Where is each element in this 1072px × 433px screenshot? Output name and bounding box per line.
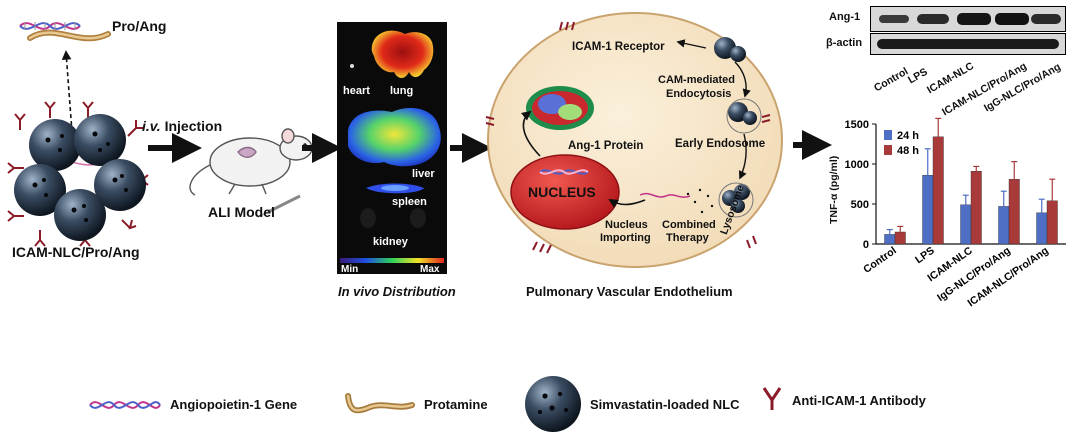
legend-gene-label: Angiopoietin-1 Gene	[170, 397, 298, 412]
chart-ylabel: TNF-α (pg/ml)	[828, 155, 840, 224]
nucleus-importing-2: Importing	[600, 232, 651, 244]
y-tick-label: 0	[863, 239, 869, 251]
legend-swatch-1	[884, 145, 892, 155]
scale-max: Max	[420, 264, 440, 275]
pro-ang-label: Pro/Ang	[112, 18, 167, 34]
legend-label-0: 24 h	[897, 130, 919, 142]
combined-therapy-1: Combined	[662, 219, 716, 231]
early-endosome-label: Early Endosome	[675, 138, 766, 150]
scale-min: Min	[341, 264, 359, 275]
nucleus-icon	[510, 154, 620, 230]
injection-label: i.v. Injection	[142, 118, 222, 134]
bar-0-2	[960, 204, 972, 245]
in-vivo-imaging-panel	[337, 22, 447, 274]
organ-liver: liver	[412, 168, 435, 180]
imaging-caption: In vivo Distribution	[338, 284, 456, 299]
legend-nlc-icon	[525, 376, 581, 432]
bar-1-0	[894, 231, 906, 245]
ali-model-label: ALI Model	[208, 204, 275, 220]
protein-label: Ang-1 Protein	[568, 140, 644, 152]
bar-1-1	[932, 136, 944, 245]
bar-0-4	[1036, 212, 1048, 245]
legend-protamine-label: Protamine	[424, 397, 488, 412]
y-tick-label: 1000	[845, 159, 869, 171]
organ-heart: heart	[343, 85, 370, 97]
mouse-icon	[189, 128, 313, 218]
legend-antibody-icon	[762, 387, 782, 410]
iv-label: i.v.	[142, 118, 161, 134]
bar-0-1	[922, 174, 934, 245]
legend-gene-icon	[89, 401, 161, 409]
injection-word: Injection	[164, 118, 223, 134]
bar-1-4	[1046, 200, 1058, 245]
blot-ang1-strip	[870, 6, 1066, 32]
endothelial-cell	[485, 12, 783, 268]
bar-0-0	[884, 234, 896, 245]
organ-kidney: kidney	[373, 236, 408, 248]
endocytosis-label-2: Endocytosis	[666, 88, 732, 100]
legend-label-1: 48 h	[897, 145, 919, 157]
pro-ang-complex-icon	[19, 22, 111, 42]
particle-label: ICAM-NLC/Pro/Ang	[12, 244, 140, 260]
bar-1-3	[1008, 178, 1020, 245]
nucleus-importing-1: Nucleus	[605, 219, 648, 231]
receptor-label: ICAM-1 Receptor	[572, 41, 665, 53]
blot-bactin-strip	[870, 33, 1066, 55]
organ-lung: lung	[390, 85, 414, 97]
bar-0-3	[998, 206, 1010, 245]
blot-row-ang1: Ang-1	[829, 11, 861, 23]
ang1-protein-icon	[526, 86, 594, 130]
legend-protamine-icon	[345, 393, 415, 414]
y-tick-label: 500	[851, 199, 869, 211]
legend-antibody-label: Anti-ICAM-1 Antibody	[792, 393, 926, 408]
organ-spleen: spleen	[392, 196, 427, 208]
y-tick-label: 1500	[845, 119, 869, 131]
endocytosis-label-1: CAM-mediated	[658, 74, 736, 86]
nucleus-label: NUCLEUS	[528, 184, 596, 200]
cell-caption: Pulmonary Vascular Endothelium	[526, 284, 733, 299]
icam-nlc-particle-cluster-icon	[7, 101, 149, 247]
combined-therapy-2: Therapy	[666, 232, 709, 244]
legend-swatch-0	[884, 130, 892, 140]
blot-row-bactin: β-actin	[826, 37, 863, 49]
x-tick-label: LPS	[913, 245, 937, 267]
bar-1-2	[970, 170, 982, 245]
legend-nlc-label: Simvastatin-loaded NLC	[590, 397, 740, 412]
